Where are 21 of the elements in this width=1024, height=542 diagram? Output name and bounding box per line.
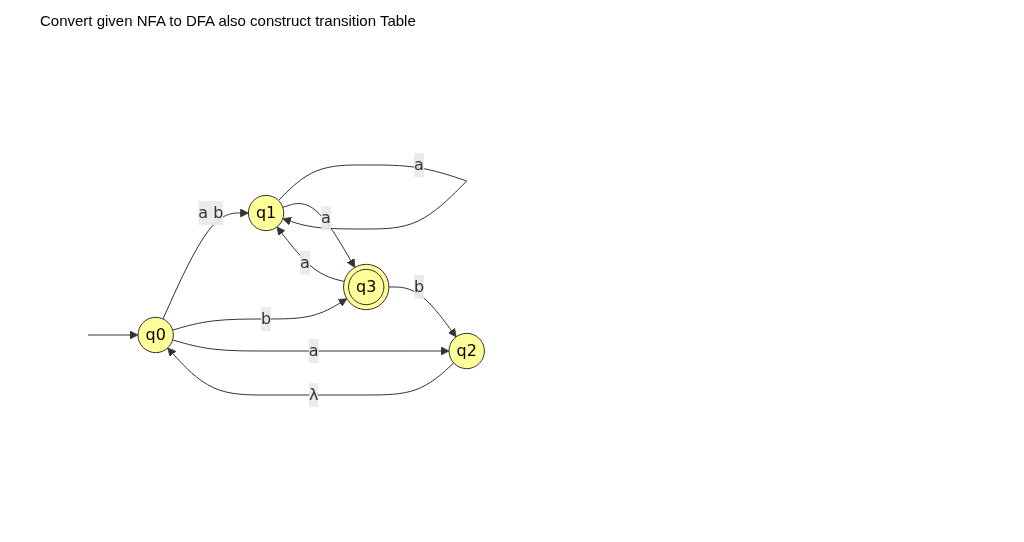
node-circle: q3 bbox=[343, 263, 390, 311]
node-circle: q0 bbox=[137, 316, 174, 354]
node-circle: q2 bbox=[448, 332, 485, 370]
edge-label: a b bbox=[198, 203, 224, 222]
edge-label: λ bbox=[308, 385, 319, 404]
edge-label: a bbox=[308, 341, 319, 360]
node-circle: q1 bbox=[247, 194, 285, 232]
arrow bbox=[167, 347, 455, 396]
arrow bbox=[172, 298, 348, 331]
edge-label: b bbox=[413, 277, 425, 296]
arrow bbox=[162, 208, 249, 320]
edge-label: a bbox=[414, 155, 424, 174]
edge-label: b bbox=[260, 309, 272, 328]
title: Convert given NFA to DFA also construct transition Table bbox=[40, 12, 416, 29]
arrow bbox=[87, 330, 139, 340]
edge-label: a bbox=[300, 252, 310, 272]
arrow bbox=[282, 203, 356, 268]
edge-label: a bbox=[321, 208, 331, 228]
arrow bbox=[276, 226, 345, 282]
arrow bbox=[388, 286, 457, 338]
arrow bbox=[172, 339, 450, 356]
